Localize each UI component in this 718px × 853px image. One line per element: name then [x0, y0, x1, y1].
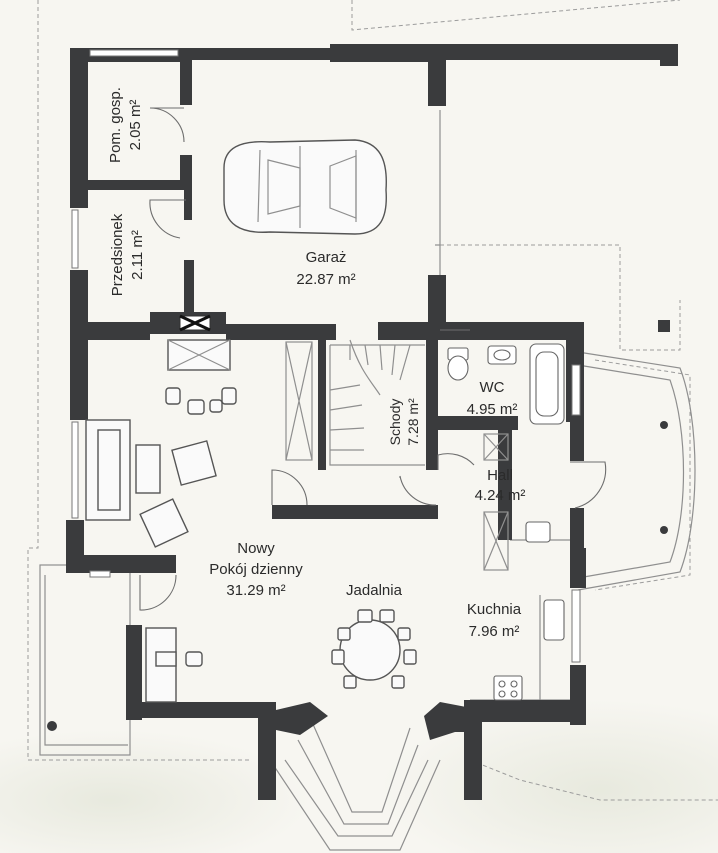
plot-outline	[27, 0, 718, 801]
label-pom-gosp: Pom. gosp. 2.05 m²	[107, 87, 144, 163]
hall-area: 4.24 m²	[475, 487, 526, 504]
windows	[71, 49, 581, 663]
przedsionek-name: Przedsionek	[109, 213, 126, 296]
jadalnia-name: Jadalnia	[346, 582, 403, 599]
label-przedsionek: Przedsionek 2.11 m²	[109, 213, 146, 296]
label-jadalnia: Jadalnia	[346, 582, 403, 599]
terrace	[577, 351, 696, 591]
label-garaz: Garaż 22.87 m²	[296, 249, 355, 288]
background-shade-left	[0, 730, 310, 853]
stairs	[285, 339, 425, 466]
pillar-marker	[658, 320, 670, 332]
kuchnia-name: Kuchnia	[467, 601, 522, 618]
schody-name: Schody	[387, 399, 403, 446]
garaz-name: Garaż	[306, 249, 347, 266]
label-wc: WC 4.95 m²	[467, 379, 518, 418]
living-furniture	[85, 387, 237, 548]
wc-area: 4.95 m²	[467, 401, 518, 418]
label-schody: Schody 7.28 m²	[387, 398, 421, 446]
wc-name: WC	[480, 379, 505, 396]
pokoj-area: 31.29 m²	[226, 582, 285, 599]
schody-area: 7.28 m²	[405, 398, 421, 446]
pom-gosp-name: Pom. gosp.	[107, 87, 124, 163]
kuchnia-area: 7.96 m²	[469, 623, 520, 640]
kitchen-fixtures	[483, 511, 565, 701]
label-hall: Hall 4.24 m²	[475, 467, 526, 504]
doors	[139, 107, 607, 611]
fireplace	[167, 314, 231, 371]
label-kuchnia: Kuchnia 7.96 m²	[467, 601, 522, 640]
hall-name: Hall	[487, 467, 513, 484]
pokoj-line2: Pokój dzienny	[209, 561, 303, 578]
pokoj-line1: Nowy	[237, 540, 275, 557]
bathroom-fixtures	[447, 343, 565, 461]
dining-table	[331, 609, 417, 689]
pom-gosp-area: 2.05 m²	[127, 100, 144, 151]
garaz-area: 22.87 m²	[296, 271, 355, 288]
desk	[145, 627, 203, 703]
bay-window	[269, 721, 441, 851]
label-pokoj-dzienny: Nowy Pokój dzienny 31.29 m²	[209, 540, 303, 599]
car-icon	[223, 139, 387, 235]
przedsionek-area: 2.11 m²	[129, 230, 146, 280]
